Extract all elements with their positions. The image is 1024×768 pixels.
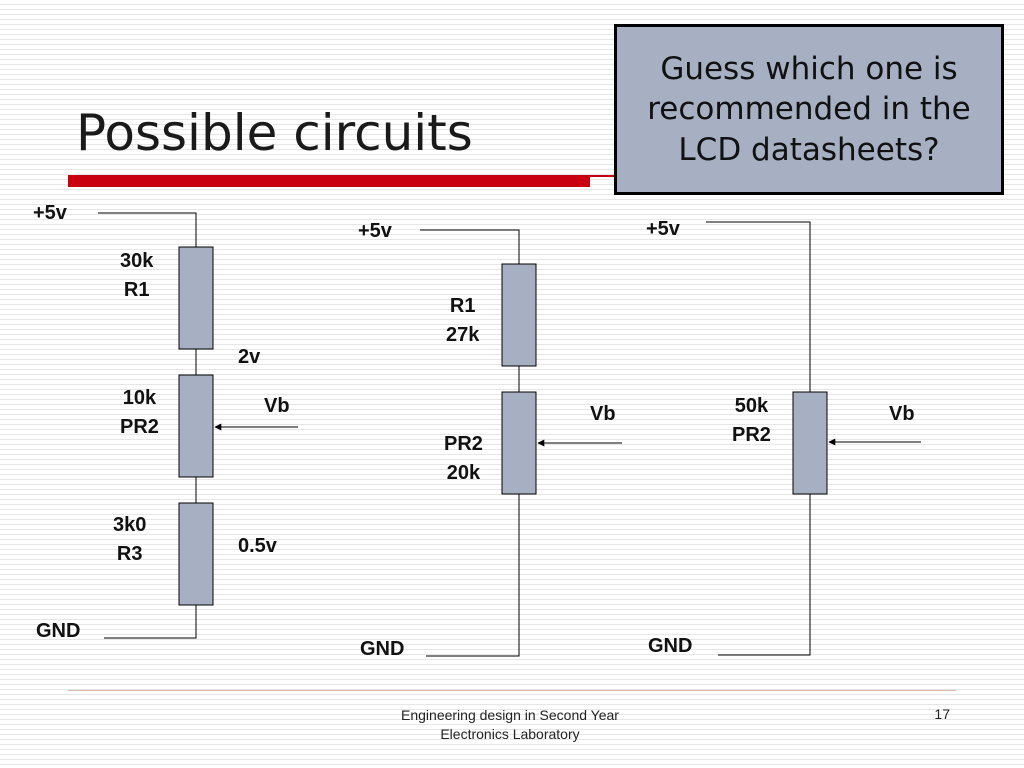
title-underline-tail [590,175,620,177]
circuit2-r1-value: 27k [446,324,480,346]
slide-title: Possible circuits [76,104,473,162]
footer-line-2: Electronics Laboratory [440,726,580,742]
circuit1-ground-label: GND [36,620,81,642]
circuit1-upper-voltage: 2v [238,346,261,368]
circuit3-pr2-name: PR2 [732,424,771,446]
circuit3-pr2-potentiometer [792,391,828,495]
circuit3-wiper-label: Vb [889,403,915,425]
circuit3-supply-label: +5v [646,218,680,240]
circuit1-pr2-label: 10k PR2 [120,384,159,442]
circuit2-wiper-label: Vb [590,403,616,425]
footer-text: Engineering design in Second Year Electr… [330,706,690,744]
circuit1-r1-name: R1 [123,279,150,301]
circuit3-pr2-label: 50k PR2 [732,392,771,450]
circuit2-ground-label: GND [360,638,405,660]
page-number: 17 [934,706,950,722]
circuit-2 [420,229,622,657]
circuit1-r1-label: 30k R1 [120,247,153,305]
circuit1-supply-label: +5v [33,202,67,224]
footer-line-1: Engineering design in Second Year [401,707,619,723]
circuit1-lower-voltage: 0.5v [238,535,277,557]
circuit2-pr2-potentiometer [501,391,537,495]
callout-box: Guess which one is recommended in the LC… [614,24,1004,195]
circuit2-pr2-name: PR2 [444,433,483,455]
footer-divider [68,690,956,691]
circuit1-pr2-value: 10k [122,387,157,409]
circuit1-r3-label: 3k0 R3 [113,511,146,569]
circuit3-pr2-value: 50k [734,395,769,417]
callout-text: Guess which one is recommended in the LC… [647,51,971,168]
circuit2-supply-wire [420,229,520,264]
circuit3-ground-wire [718,494,811,656]
circuit1-r1-value: 30k [120,250,154,272]
circuit2-pr2-value: 20k [446,462,481,484]
circuit1-r3-value: 3k0 [113,514,147,536]
circuit-1 [98,212,298,639]
circuit1-supply-wire [98,212,197,247]
circuit3-ground-label: GND [648,635,693,657]
circuit1-r1-resistor [178,246,214,350]
title-underline-bar [68,175,590,187]
circuit1-wiper-label: Vb [264,395,290,417]
circuit1-r3-name: R3 [116,543,143,565]
circuit2-pr2-label: PR2 20k [444,430,483,488]
circuit2-r1-resistor [501,263,537,367]
circuit1-ground-wire [104,605,197,639]
circuit2-ground-wire [426,494,520,657]
circuit1-r3-resistor [178,502,214,606]
circuit1-pr2-name: PR2 [120,416,159,438]
circuit2-supply-label: +5v [358,220,392,242]
circuit2-r1-label: R1 27k [446,292,479,350]
circuit-3 [706,221,921,656]
circuit3-supply-wire [706,221,811,392]
circuit1-pr2-potentiometer [178,374,214,478]
circuit2-r1-name: R1 [449,295,476,317]
